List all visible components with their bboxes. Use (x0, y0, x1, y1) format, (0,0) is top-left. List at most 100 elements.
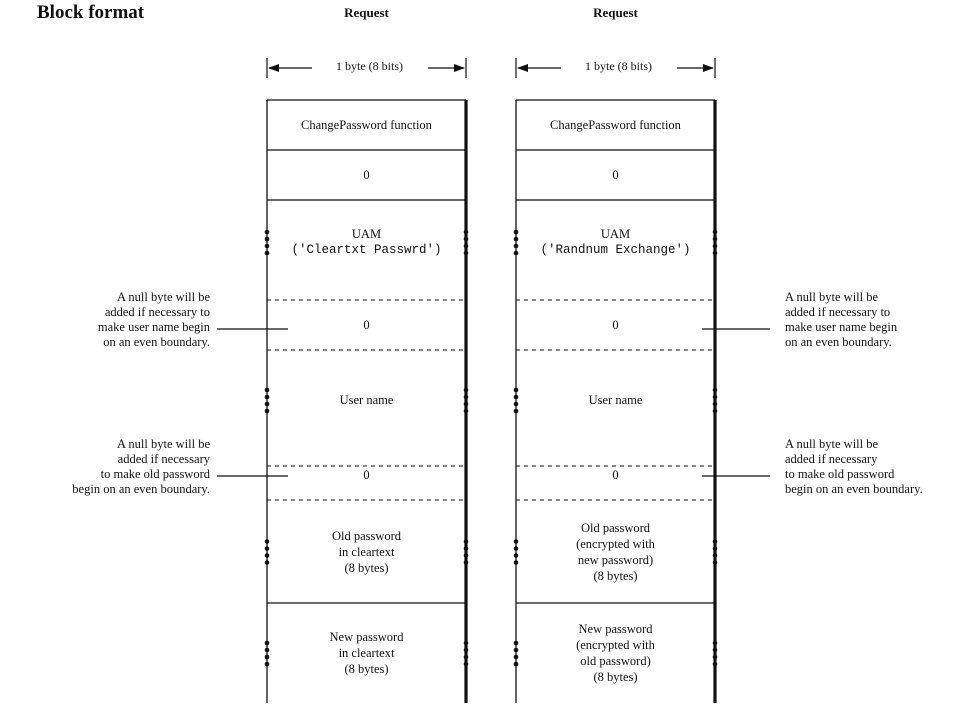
variable-length-dots (513, 560, 519, 565)
variable-length-dots (712, 250, 718, 256)
label-line: in cleartext (338, 646, 395, 660)
label-line: (8 bytes) (593, 568, 638, 583)
field-label: New password (encrypted with old password)… (522, 603, 709, 703)
label-line: (encrypted with (576, 638, 655, 652)
variable-length-dots (463, 236, 469, 242)
field-label: UAM ('Cleartxt Passwrd') (273, 200, 460, 284)
label-line: New password (578, 622, 653, 636)
label-line: (8 bytes) (344, 662, 389, 676)
label-line: A null byte will be (116, 437, 210, 451)
variable-length-dots (463, 654, 469, 660)
label-line: A null byte will be (785, 290, 879, 304)
width-label: 1 byte (8 bits) (560, 59, 677, 74)
variable-length-dots (264, 250, 270, 256)
label-line: A null byte will be (785, 437, 879, 451)
variable-length-dots (712, 661, 718, 667)
variable-length-dots (463, 560, 469, 565)
label-line: UAM (351, 227, 382, 241)
column-title: Request (593, 5, 638, 20)
variable-length-dots (264, 229, 270, 235)
label-line: to make old password (100, 467, 210, 481)
label-line: new password) (577, 552, 654, 567)
variable-length-dots (463, 401, 469, 407)
variable-length-dots (712, 647, 718, 653)
label-line: ('Cleartxt Passwrd') (291, 243, 442, 257)
variable-length-dots (513, 661, 519, 667)
variable-length-dots (712, 553, 718, 558)
field-label: 0 (522, 450, 709, 500)
label-line: make user name begin (785, 320, 898, 334)
label-line: 0 (612, 168, 619, 182)
variable-length-dots (264, 553, 270, 558)
label-line: on an even boundary. (103, 335, 210, 349)
variable-length-dots (513, 401, 519, 407)
column-title: Request (344, 5, 389, 20)
label-line: Old password (331, 528, 402, 543)
label-line: (encrypted with (576, 536, 655, 551)
variable-length-dots (513, 546, 519, 551)
arrow-left-icon (268, 64, 279, 72)
variable-length-dots (264, 539, 270, 544)
label-line: Old password (580, 520, 651, 535)
variable-length-dots (463, 243, 469, 249)
variable-length-dots (264, 394, 270, 400)
field-label: 0 (522, 300, 709, 350)
label-line: to make old password (785, 467, 895, 481)
variable-length-dots (513, 640, 519, 646)
variable-length-dots (463, 661, 469, 667)
label-line: New password (329, 630, 404, 644)
label-line: begin on an even boundary. (72, 482, 210, 496)
width-label: 1 byte (8 bits) (311, 59, 428, 74)
variable-length-dots (463, 408, 469, 414)
label-line: 0 (363, 468, 370, 482)
label-line: in cleartext (338, 544, 395, 559)
variable-length-dots (264, 654, 270, 660)
variable-length-dots (264, 661, 270, 667)
variable-length-dots (264, 647, 270, 653)
label-line: added if necessary to (104, 305, 210, 319)
variable-length-dots (513, 387, 519, 393)
label-line: (8 bytes) (344, 560, 389, 575)
variable-length-dots (513, 394, 519, 400)
label-line: 0 (363, 168, 370, 182)
variable-length-dots (463, 546, 469, 551)
variable-length-dots (513, 553, 519, 558)
field-label: User name (273, 350, 460, 450)
variable-length-dots (712, 546, 718, 551)
variable-length-dots (712, 229, 718, 235)
variable-length-dots (712, 539, 718, 544)
variable-length-dots (712, 401, 718, 407)
label-line: begin on an even boundary. (785, 482, 923, 496)
variable-length-dots (264, 640, 270, 646)
field-label: User name (522, 350, 709, 450)
variable-length-dots (712, 387, 718, 393)
arrow-left-icon (517, 64, 528, 72)
label-line: User name (339, 393, 394, 407)
label-line: 0 (612, 468, 619, 482)
field-label: ChangePassword function (273, 100, 460, 150)
arrow-right-icon (703, 64, 714, 72)
label-line: (8 bytes) (593, 670, 638, 684)
label-line: 0 (612, 318, 619, 332)
variable-length-dots (513, 647, 519, 653)
variable-length-dots (712, 560, 718, 565)
variable-length-dots (513, 229, 519, 235)
variable-length-dots (513, 250, 519, 256)
variable-length-dots (463, 387, 469, 393)
variable-length-dots (712, 394, 718, 400)
field-label: ChangePassword function (522, 100, 709, 150)
label-line: UAM (600, 227, 631, 241)
field-label: New password in cleartext (8 bytes) (273, 603, 460, 703)
variable-length-dots (264, 560, 270, 565)
field-label: 0 (273, 150, 460, 200)
variable-length-dots (513, 236, 519, 242)
label-line: on an even boundary. (785, 335, 892, 349)
label-line: old password) (580, 654, 651, 668)
